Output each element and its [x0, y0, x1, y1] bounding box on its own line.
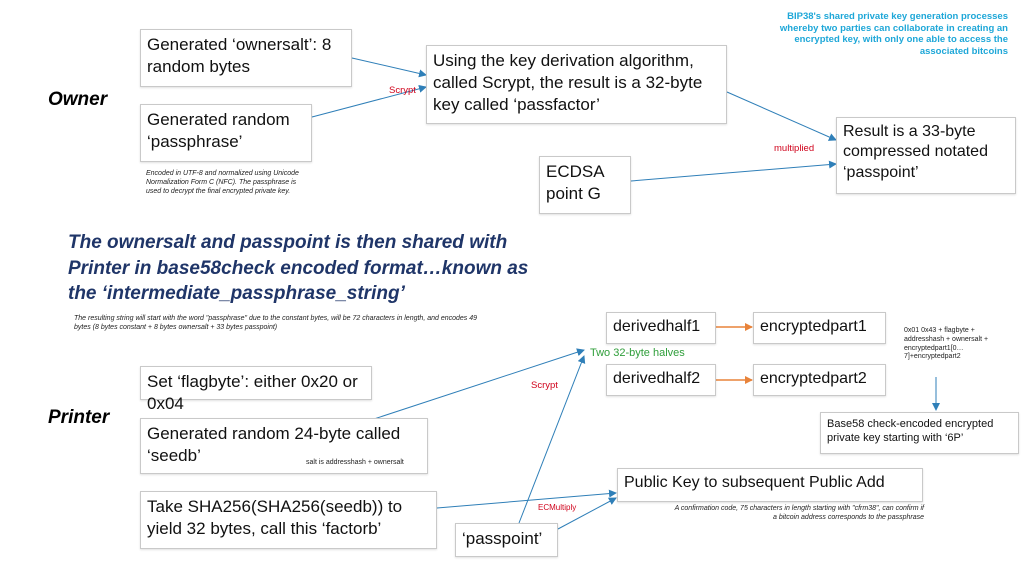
concat-note: 0x01 0x43 + flagbyte + addresshash + own… [904, 327, 989, 361]
ecmultiply-label: ECMultiply [538, 503, 577, 512]
encryptedpart2-box: encryptedpart2 [753, 364, 886, 396]
base58-box: Base58 check-encoded encrypted private k… [820, 412, 1019, 454]
confirmation-note: A confirmation code, 75 characters in le… [674, 505, 924, 521]
arrow-factorb-to-pubkey [436, 489, 617, 509]
passpoint-result-box: Result is a 33-byte compressed notated ‘… [836, 117, 1016, 194]
derivedhalf2-box: derivedhalf2 [606, 364, 716, 396]
derivedhalf1-box: derivedhalf1 [606, 312, 716, 344]
printer-label: Printer [48, 407, 110, 428]
pubkey-box: Public Key to subsequent Public Add [617, 468, 923, 502]
intermediate-note: The resulting string will start with the… [74, 315, 478, 331]
ecdsa-box: ECDSA point G [539, 156, 631, 214]
multiplied-label: multiplied [774, 143, 815, 154]
intermediate-headline: The ownersalt and passpoint is then shar… [68, 232, 529, 305]
factorb-box: Take SHA256(SHA256(seedb)) to yield 32 b… [140, 491, 437, 549]
flagbyte-box: Set ‘flagbyte’: either 0x20 or 0x04 [140, 366, 372, 413]
arrow-ecdsa-to-result [630, 160, 837, 182]
passphrase-box: Generated random ‘passphrase’ [140, 104, 312, 162]
title-note: BIP38's shared private key generation pr… [779, 11, 1008, 57]
owner-label: Owner [48, 89, 108, 110]
salt-note: salt is addresshash + ownersalt [306, 459, 404, 466]
ownersalt-box: Generated ‘ownersalt’: 8 random bytes [140, 29, 352, 87]
scrypt-label-printer: Scrypt [531, 380, 558, 391]
encryptedpart1-box: encryptedpart1 [753, 312, 886, 344]
seedb-box: Generated random 24-byte called ‘seedb’ [140, 418, 428, 474]
halves-label: Two 32-byte halves [590, 347, 685, 359]
passpoint-box: ‘passpoint’ [455, 523, 558, 557]
passphrase-note: Encoded in UTF-8 and normalized using Un… [146, 170, 299, 195]
arrow-ownersalt-to-passfactor [351, 57, 427, 78]
scrypt-label-owner: Scrypt [389, 85, 416, 96]
arrow-passfactor-to-result [726, 91, 837, 141]
passfactor-box: Using the key derivation algorithm, call… [426, 45, 727, 124]
